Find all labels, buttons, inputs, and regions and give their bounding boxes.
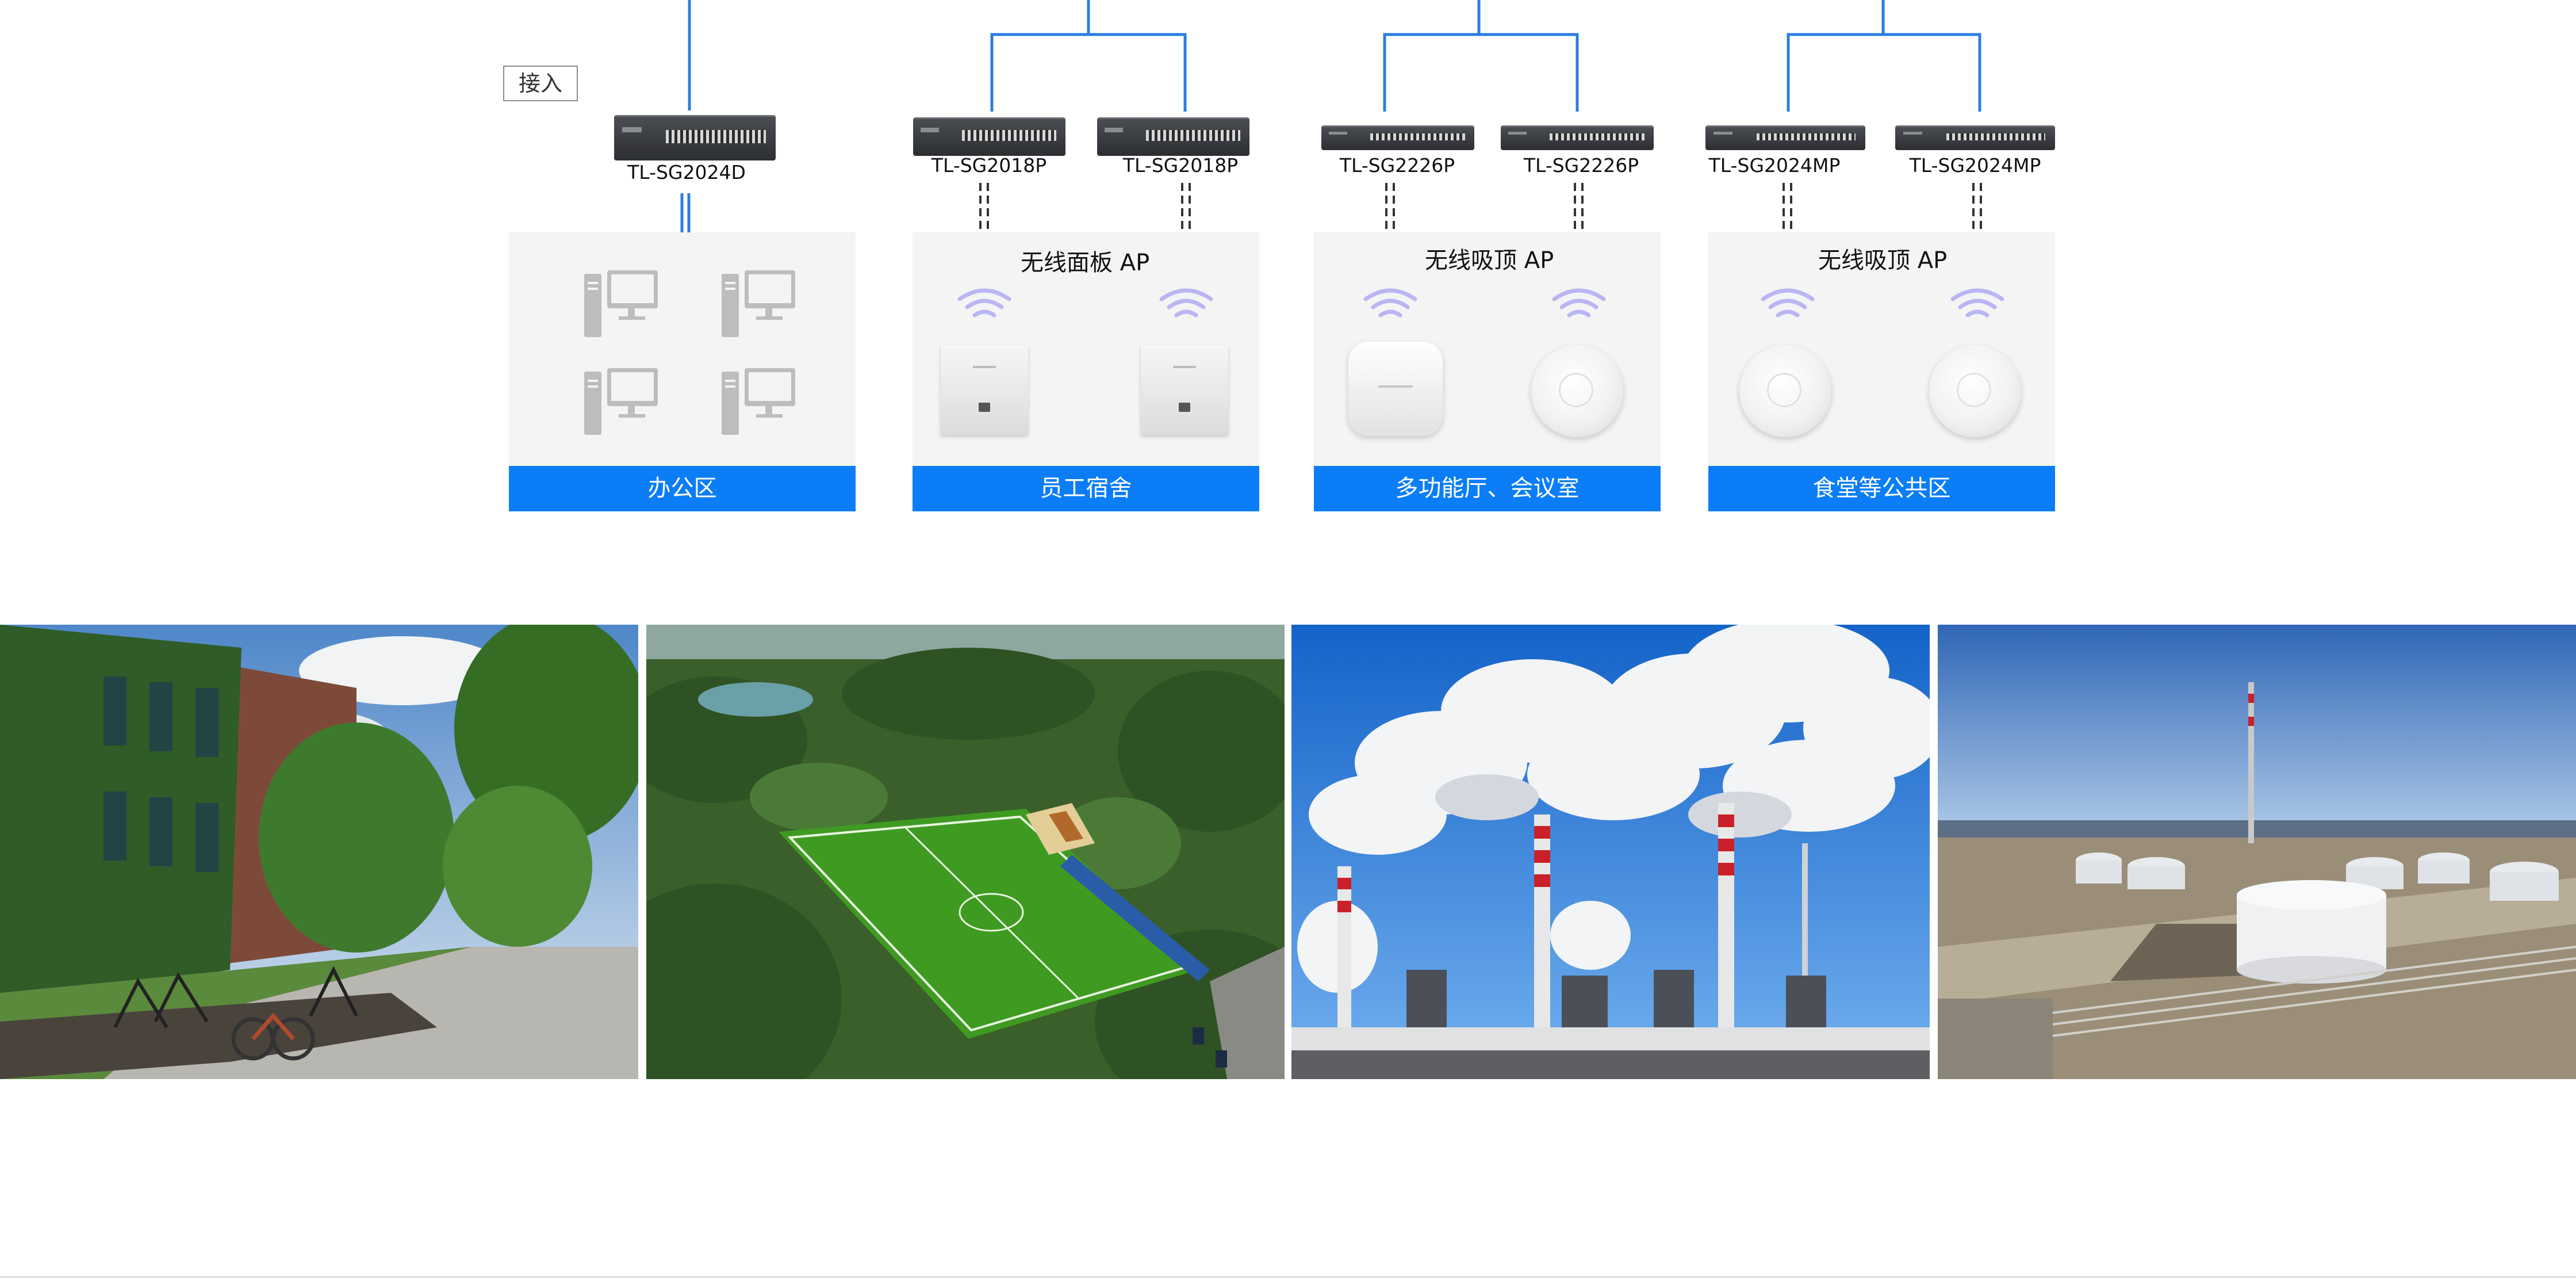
desktop-pc-icon bbox=[584, 270, 658, 337]
switch-icon bbox=[1501, 125, 1654, 150]
ap-type-title: 无线面板 AP bbox=[1021, 250, 1150, 276]
switch-model-label: TL-SG2024D bbox=[627, 161, 746, 183]
switch-icon bbox=[913, 117, 1065, 156]
wifi-signal-icon bbox=[957, 288, 1011, 318]
switch-model-label: TL-SG2018P bbox=[1122, 154, 1239, 177]
panel-ap-icon bbox=[1141, 345, 1228, 435]
switch-icon bbox=[1705, 125, 1865, 150]
desktop-pc-icon bbox=[722, 270, 795, 337]
access-layer-tag: 接入 bbox=[503, 66, 578, 101]
switch-model-label: TL-SG2226P bbox=[1523, 154, 1639, 177]
switch-icon bbox=[1321, 125, 1474, 150]
switch-icon bbox=[1097, 117, 1249, 156]
zone-label-dormitory: 员工宿舍 bbox=[913, 466, 1259, 511]
ceiling-ap-icon bbox=[1531, 345, 1623, 437]
wifi-signal-icon bbox=[1159, 288, 1213, 318]
network-topology-diagram: 接入 办公区 员工宿舍 多功能厅、会议室 食堂等公共区 TL-SG2024D T… bbox=[0, 0, 2576, 575]
zone-label-hall: 多功能厅、会议室 bbox=[1314, 466, 1661, 511]
desktop-pc-icon bbox=[722, 368, 795, 435]
ceiling-ap-icon bbox=[1348, 342, 1443, 436]
ceiling-ap-icon bbox=[1739, 345, 1831, 437]
ceiling-ap-icon bbox=[1929, 345, 2021, 437]
switch-model-label: TL-SG2226P bbox=[1339, 154, 1455, 177]
campus-building-photo bbox=[0, 625, 638, 1079]
wifi-signal-icon bbox=[1552, 288, 1606, 318]
footer-divider bbox=[0, 1276, 2576, 1278]
ap-type-title: 无线吸顶 AP bbox=[1818, 247, 1948, 274]
panel-ap-icon bbox=[941, 345, 1028, 435]
switch-model-label: TL-SG2024MP bbox=[1909, 154, 2041, 177]
uplink-lines bbox=[661, 0, 1982, 397]
switch-icon bbox=[614, 115, 776, 160]
zone-label-public: 食堂等公共区 bbox=[1708, 466, 2055, 511]
wifi-signal-icon bbox=[1761, 288, 1815, 318]
power-plant-chimneys-photo bbox=[1291, 625, 1930, 1079]
wifi-signal-icon bbox=[1950, 288, 2004, 318]
ap-type-title: 无线吸顶 AP bbox=[1425, 247, 1554, 274]
switch-icon bbox=[1895, 125, 2055, 150]
oil-refinery-tanks-photo bbox=[1938, 625, 2576, 1079]
zone-panel-office bbox=[509, 232, 856, 466]
wifi-signal-icon bbox=[1363, 288, 1417, 318]
desktop-pc-icon bbox=[584, 368, 658, 435]
switch-model-label: TL-SG2018P bbox=[931, 154, 1047, 177]
football-field-aerial-photo bbox=[646, 625, 1285, 1079]
zone-label-office: 办公区 bbox=[509, 466, 856, 511]
switch-model-label: TL-SG2024MP bbox=[1708, 154, 1841, 177]
